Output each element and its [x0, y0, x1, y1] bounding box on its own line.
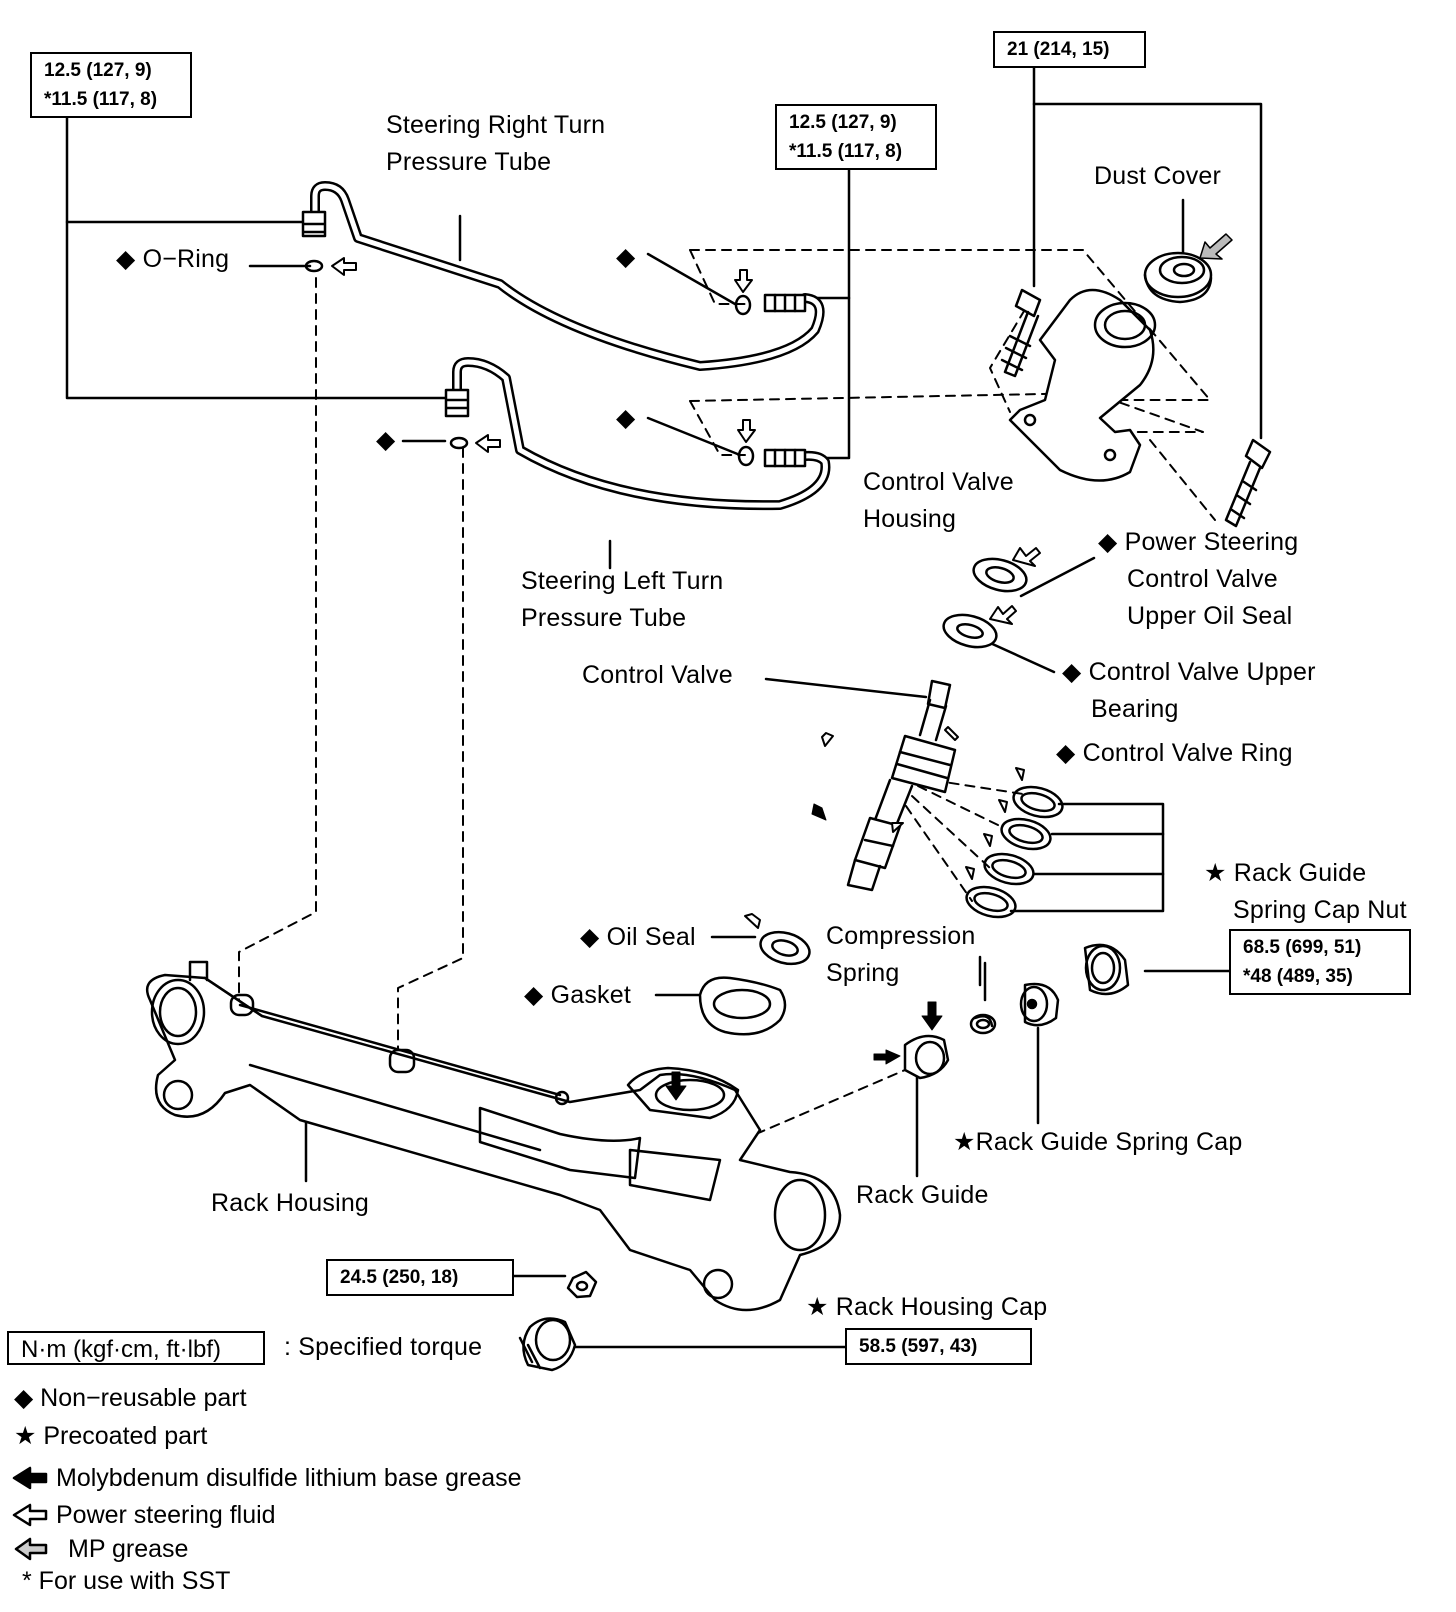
torque-value: 12.5 (127, 9): [44, 60, 152, 81]
left-turn-pressure-tube: [444, 357, 831, 511]
torque-value: 12.5 (127, 9): [789, 112, 897, 133]
lower-seal-shapes: [698, 930, 811, 1036]
torque-box-right-tube-union: 12.5 (127, 9) *11.5 (117, 8): [775, 104, 937, 170]
moly-grease-arrows: [665, 803, 943, 1101]
torque-box-rack-housing-nut: 24.5 (250, 18): [326, 1259, 514, 1296]
label-rack-guide: Rack Guide: [856, 1181, 989, 1209]
label-control-valve-ring: ◆ Control Valve Ring: [1056, 739, 1293, 767]
legend-sst: * For use with SST: [22, 1567, 231, 1595]
label-upper-oil-seal: ◆ Power Steering Control Valve Upper Oil…: [1098, 528, 1299, 630]
legend-non-reusable: ◆ Non−reusable part: [14, 1384, 247, 1412]
torque-value: 21 (214, 15): [1007, 39, 1110, 60]
label-gasket: ◆ Gasket: [524, 981, 631, 1009]
dashed-guides: [238, 249, 1216, 1135]
legend-moly-grease: Molybdenum disulfide lithium base grease: [56, 1464, 522, 1492]
label-dust-cover: Dust Cover: [1094, 162, 1222, 190]
torque-box-spring-cap-nut: 68.5 (699, 51) *48 (489, 35): [1229, 929, 1411, 995]
legend-ps-fluid: Power steering fluid: [56, 1501, 276, 1529]
torque-value: 24.5 (250, 18): [340, 1267, 459, 1288]
label-rack-guide-spring-cap-nut: ★ Rack Guide Spring Cap Nut: [1204, 859, 1407, 924]
rack-guide-parts: [903, 943, 1130, 1080]
rack-housing-shape: [145, 960, 842, 1312]
legend-unit-box: N·m (kgf·cm, ft·lbf): [7, 1331, 265, 1365]
housing-bolts: [1000, 288, 1272, 528]
right-turn-pressure-tube: [301, 181, 825, 371]
label-rack-housing: Rack Housing: [211, 1189, 370, 1217]
upper-seal-shapes: [942, 557, 1028, 649]
label-left-turn-pressure-tube: Steering Left Turn Pressure Tube: [521, 567, 724, 632]
rack-housing-nut-cap: [518, 1270, 598, 1372]
label-diamond-right-lower: ◆: [616, 404, 636, 432]
torque-value-sst: *11.5 (117, 8): [44, 89, 158, 110]
legend-icons: [12, 1466, 48, 1561]
legend-precoated: ★ Precoated part: [14, 1422, 208, 1450]
label-diamond-right-upper: ◆: [616, 243, 636, 271]
label-oil-seal: ◆ Oil Seal: [580, 923, 696, 951]
label-control-valve-upper-bearing: ◆ Control Valve Upper Bearing: [1062, 658, 1316, 723]
torque-value-sst: *11.5 (117, 8): [789, 141, 903, 162]
torque-value: 58.5 (597, 43): [859, 1336, 978, 1357]
control-valve-housing-shape: [1008, 288, 1157, 482]
label-control-valve-housing: Control Valve Housing: [863, 468, 1014, 533]
torque-value: 68.5 (699, 51): [1243, 937, 1362, 958]
torque-box-left-tube-union: 12.5 (127, 9) *11.5 (117, 8): [30, 52, 192, 118]
valve-ring-shapes: [965, 785, 1064, 919]
dust-cover-shape: [1143, 251, 1213, 304]
torque-box-housing-bolt: 21 (214, 15): [993, 31, 1146, 68]
legend-specified-torque: : Specified torque: [284, 1333, 483, 1361]
label-rack-housing-cap: ★ Rack Housing Cap: [806, 1293, 1048, 1321]
label-diamond-left-lower: ◆: [376, 426, 396, 454]
label-rack-guide-spring-cap: ★Rack Guide Spring Cap: [953, 1128, 1243, 1156]
mp-grease-arrow: [1199, 233, 1233, 260]
tube-fittings: [763, 293, 807, 468]
o-ring-shapes: [304, 259, 755, 467]
fluid-arrows: [331, 257, 1041, 929]
torque-value-sst: *48 (489, 35): [1243, 966, 1353, 987]
label-o-ring: ◆ O−Ring: [116, 245, 230, 273]
label-compression-spring: Compression Spring: [826, 922, 976, 987]
label-right-turn-pressure-tube: Steering Right Turn Pressure Tube: [386, 111, 606, 176]
label-control-valve: Control Valve: [582, 661, 733, 689]
torque-box-rack-housing-cap: 58.5 (597, 43): [845, 1328, 1032, 1365]
legend-mp-grease: MP grease: [68, 1535, 189, 1563]
control-valve-shape: [846, 679, 957, 892]
